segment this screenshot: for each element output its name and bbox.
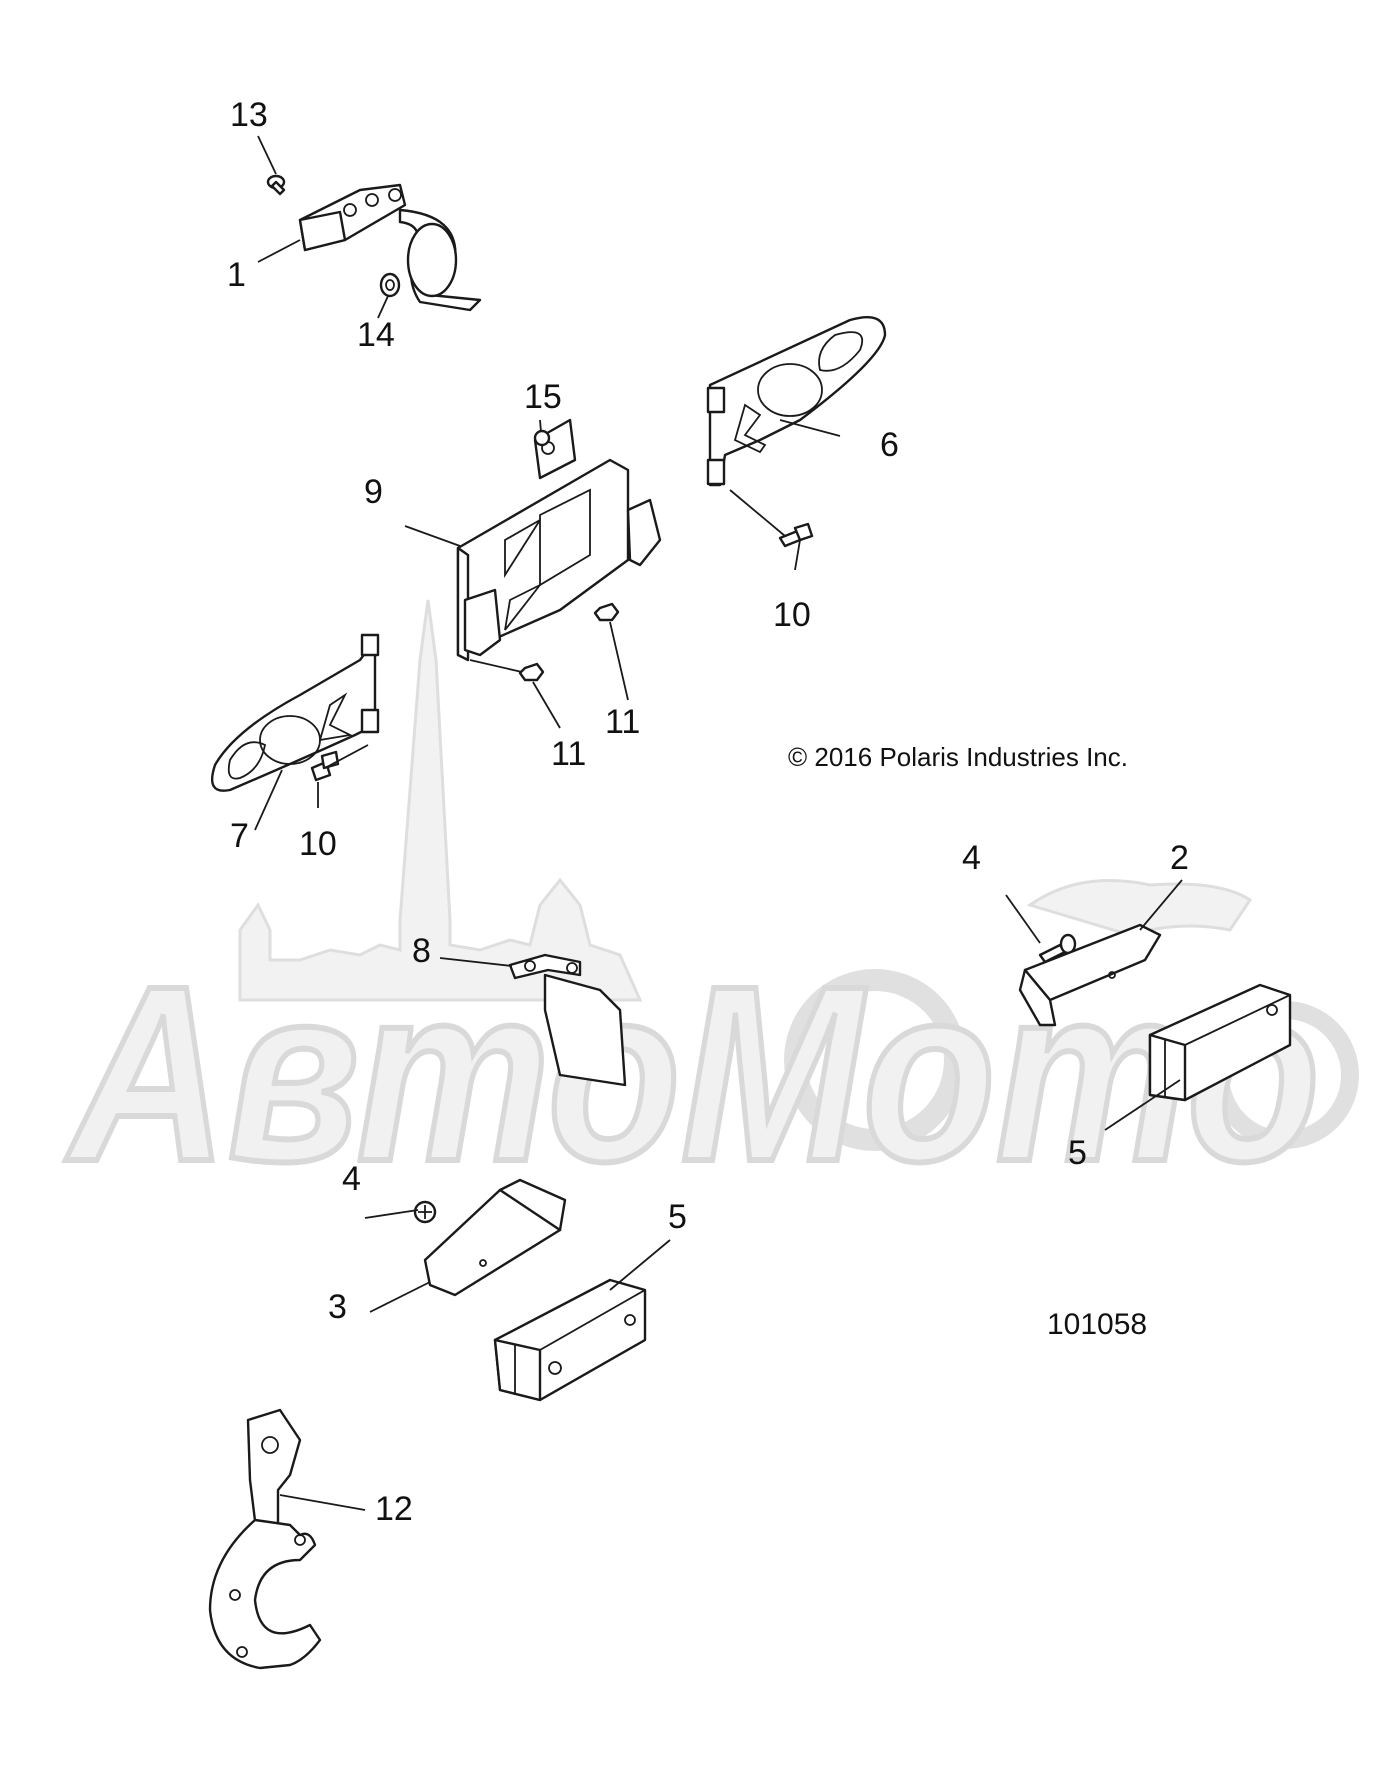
- callout-4b: 4: [342, 1160, 361, 1198]
- callout-10b: 10: [299, 825, 337, 863]
- callout-5a: 5: [1068, 1134, 1087, 1172]
- part-11-nut-b: [518, 662, 545, 682]
- callout-1: 1: [227, 256, 246, 294]
- copyright: © 2016 Polaris Industries Inc.: [788, 742, 1128, 772]
- part-2-mount: [1018, 923, 1162, 1027]
- part-11-nut-a: [593, 602, 620, 622]
- callout-2: 2: [1170, 839, 1189, 877]
- callout-15: 15: [524, 378, 562, 416]
- callout-8: 8: [412, 932, 431, 970]
- part-1-switch: [298, 183, 482, 312]
- watermark-text: АвтоМото: [65, 934, 1320, 1213]
- part-9-plate: [456, 418, 662, 662]
- part-8-bracket: [508, 953, 627, 1087]
- callout-7: 7: [230, 817, 249, 855]
- callout-5b: 5: [668, 1198, 687, 1236]
- callout-labels: 13 1 14 15 9 6 10 11 11 © 2016 Polaris I…: [227, 96, 1189, 1528]
- callout-9: 9: [364, 473, 383, 511]
- callout-4a: 4: [962, 839, 981, 877]
- watermark-wheel-rear: [784, 969, 966, 1151]
- part-10-bolt-b: [310, 750, 340, 782]
- watermark-skyline: [238, 599, 643, 1002]
- watermark: АвтоМото: [62, 599, 1359, 1216]
- callout-3: 3: [328, 1288, 347, 1326]
- part-13-screw: [266, 174, 286, 196]
- callout-13: 13: [230, 96, 268, 134]
- callout-11a: 11: [605, 703, 640, 741]
- callout-14: 14: [357, 316, 395, 354]
- callout-6: 6: [880, 426, 899, 464]
- callout-10a: 10: [773, 596, 811, 634]
- part-6-bracket: [706, 315, 887, 487]
- part-7-bracket: [210, 633, 380, 792]
- part-10-bolt-a: [778, 522, 814, 548]
- callout-12: 12: [375, 1490, 413, 1528]
- callout-11b: 11: [551, 735, 586, 773]
- part-14-nut: [379, 272, 401, 298]
- part-12-bracket: [208, 1408, 322, 1670]
- diagram-number: 101058: [1047, 1308, 1147, 1341]
- part-5-lamp-b: [493, 1278, 647, 1402]
- watermark-motorcycle: [1026, 879, 1253, 937]
- part-4-screw-a: [1038, 933, 1077, 964]
- part-3-mount: [423, 1178, 567, 1297]
- part-4-screw-b: [413, 1200, 437, 1224]
- part-5-lamp-a: [1148, 983, 1292, 1102]
- leader-lines: [254, 135, 1183, 1511]
- part-15-nut: [533, 429, 551, 447]
